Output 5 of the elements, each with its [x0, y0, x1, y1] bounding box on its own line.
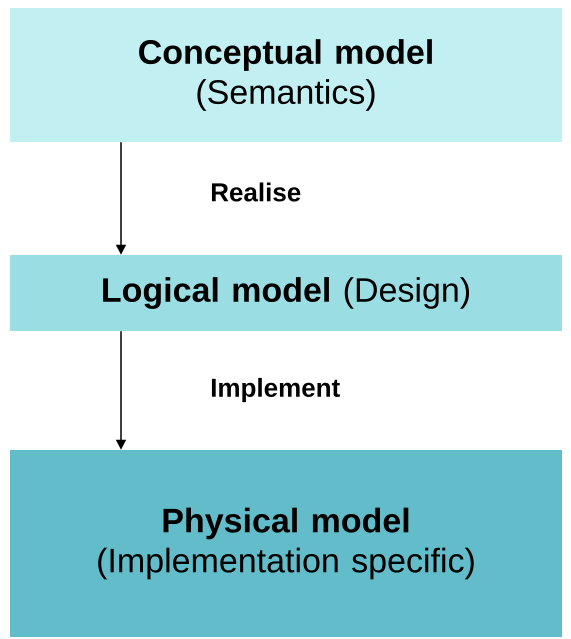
model-box: Conceptual model (Semantics): [10, 8, 562, 142]
edge-label: Implement: [212, 378, 340, 402]
model-box: Physical model (Implementation specific): [10, 450, 562, 637]
model-box: Logical model (Design): [10, 255, 562, 331]
edge-label: Realise: [212, 182, 300, 202]
